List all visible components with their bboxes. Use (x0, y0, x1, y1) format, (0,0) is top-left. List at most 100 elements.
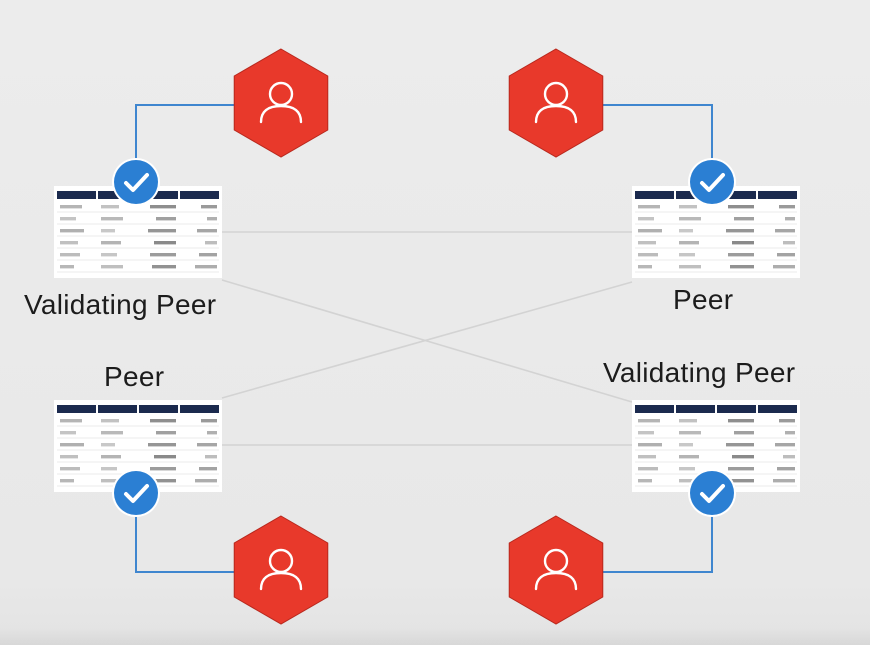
ledger-header-cell (758, 191, 797, 199)
ledger-cell-bar (638, 419, 660, 423)
ledger-cell-bar (152, 265, 176, 269)
ledger-table-icon (632, 400, 800, 492)
ledger-cell-bar (777, 253, 795, 257)
ledger-cell-bar (101, 229, 115, 233)
ledger-cell-bar (679, 479, 701, 483)
checkmark-icon (700, 173, 725, 192)
ledger-cell-bar (773, 479, 795, 483)
hexagon-shape (508, 48, 604, 158)
connector-bottom-left (135, 515, 236, 573)
ledger-cell-bar (154, 241, 176, 245)
check-badge-icon (112, 469, 160, 517)
ledger-header-cell (139, 191, 178, 199)
ledger-cell-bar (101, 479, 123, 483)
ledger-cell-bar (732, 241, 754, 245)
user-shoulders (534, 104, 578, 124)
user-shoulders (534, 571, 578, 591)
ledger-cell-bar (638, 217, 654, 221)
ledger-cell-bar (60, 419, 82, 423)
ledger-cell-bar (197, 229, 217, 233)
ledger-cell-bar (679, 241, 699, 245)
ledger-cell-bar (60, 229, 84, 233)
ledger-cell-bar (638, 229, 662, 233)
ledger-header-cell (717, 191, 756, 199)
ledger-cell-bar (101, 467, 117, 471)
peer-label-top-left: Validating Peer (24, 289, 217, 320)
ledger-header-cell (98, 405, 137, 413)
user-shoulders (259, 571, 303, 591)
user-hexagon-icon (508, 515, 604, 625)
user-shoulders (259, 104, 303, 124)
ledger-cell-bar (60, 241, 78, 245)
ledger-cell-bar (775, 443, 795, 447)
ledger-cell-bar (679, 467, 695, 471)
ledger-header-cell (57, 405, 96, 413)
ledger-cell-bar (101, 241, 121, 245)
ledger-table-icon (54, 400, 222, 492)
ledger-cell-bar (201, 205, 217, 209)
ledger-cell-bar (638, 455, 656, 459)
checkmark-icon (700, 484, 725, 503)
ledger-cell-bar (728, 253, 754, 257)
ledger-cell-bar (732, 455, 754, 459)
badge-fill (690, 160, 734, 204)
ledger-cell-bar (679, 265, 701, 269)
ledger-cell-bar (207, 431, 217, 435)
ledger-cell-bar (638, 431, 654, 435)
ledger-cell-bar (726, 229, 754, 233)
ledger-header-cell (180, 191, 219, 199)
ledger-cell-bar (152, 479, 176, 483)
hexagon-shape (508, 515, 604, 625)
ledger-cell-bar (679, 431, 701, 435)
ledger-cell-bar (726, 443, 754, 447)
ledger-cell-bar (101, 265, 123, 269)
ledger-cell-bar (638, 253, 658, 257)
ledger-cell-bar (773, 265, 795, 269)
hexagon-shape (233, 48, 329, 158)
connector-bottom-right (602, 515, 713, 573)
ledger-cell-bar (101, 217, 123, 221)
ledger-cell-bar (101, 205, 119, 209)
check-badge-icon (688, 469, 736, 517)
ledger-cell-bar (199, 253, 217, 257)
ledger-cell-bar (679, 419, 697, 423)
ledger-cell-bar (205, 241, 217, 245)
ledger-cell-bar (679, 443, 693, 447)
ledger-cell-bar (730, 265, 754, 269)
ledger-cell-bar (638, 205, 660, 209)
ledger-cell-bar (205, 455, 217, 459)
ledger-cell-bar (783, 241, 795, 245)
ledger-cell-bar (734, 217, 754, 221)
ledger-cell-bar (101, 443, 115, 447)
ledger-cell-bar (150, 253, 176, 257)
user-hexagon-icon (233, 515, 329, 625)
ledger-cell-bar (150, 419, 176, 423)
ledger-cell-bar (150, 467, 176, 471)
peer-label-bottom-right: Validating Peer (603, 357, 796, 388)
ledger-cell-bar (148, 229, 176, 233)
ledger-cell-bar (638, 241, 656, 245)
ledger-cell-bar (679, 455, 699, 459)
ledger-cell-bar (679, 229, 693, 233)
ledger-cell-bar (60, 467, 80, 471)
ledger-cell-bar (148, 443, 176, 447)
ledger-cell-bar (150, 205, 176, 209)
ledger-cell-bar (197, 443, 217, 447)
ledger-cell-bar (201, 419, 217, 423)
ledger-cell-bar (199, 467, 217, 471)
connector-top-left (135, 104, 236, 160)
peer-mesh-lines (221, 231, 633, 446)
ledger-header-cell (717, 405, 756, 413)
peer-label-bottom-left: Peer (104, 361, 165, 392)
check-badge-icon (112, 158, 160, 206)
checkmark-icon (124, 484, 149, 503)
ledger-cell-bar (60, 455, 78, 459)
ledger-cell-bar (101, 253, 117, 257)
ledger-cell-bar (638, 443, 662, 447)
ledger-cell-bar (679, 253, 695, 257)
ledger-cell-bar (638, 479, 652, 483)
ledger-cell-bar (679, 217, 701, 221)
badge-fill (690, 471, 734, 515)
ledger-cell-bar (60, 265, 74, 269)
ledger-cell-bar (60, 253, 80, 257)
